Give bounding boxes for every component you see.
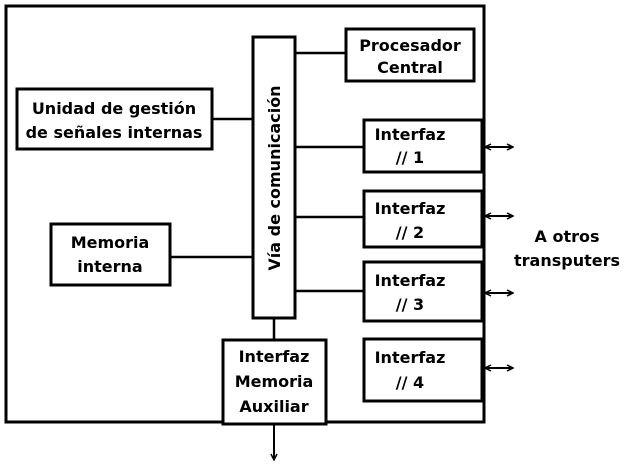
- aux-memory-interface-box: [221, 338, 328, 426]
- interface-4-box: [362, 337, 484, 403]
- central-processor-box: [344, 27, 476, 83]
- interface-1-label-1: Interfaz: [375, 125, 446, 144]
- interface-3-label-1: Interfaz: [375, 271, 446, 290]
- signal-management-unit-label-2: de señales internas: [26, 123, 203, 142]
- internal-memory-label-1: Memoria: [71, 233, 150, 252]
- communication-bus-box: [251, 35, 297, 320]
- signal-management-unit-label-1: Unidad de gestión: [32, 99, 196, 118]
- interface-3-label-2: // 3: [396, 295, 424, 314]
- aux-memory-interface-label-1: Interfaz: [239, 347, 310, 366]
- interface-2-label-1: Interfaz: [375, 199, 446, 218]
- external-transputers-label-2: transputers: [514, 251, 620, 270]
- interface-1-label-2: // 1: [396, 148, 424, 167]
- interface-2-label-2: // 2: [396, 223, 424, 242]
- central-processor-label-2: Central: [377, 58, 443, 77]
- central-processor-label-1: Procesador: [359, 36, 461, 55]
- interface-2-box: [362, 189, 484, 249]
- aux-memory-interface-label-2: Memoria: [235, 372, 314, 391]
- interface-4-label-2: // 4: [396, 373, 424, 392]
- interface-3-box: [362, 260, 484, 323]
- external-link-arrows: [485, 147, 513, 368]
- internal-memory-label-2: interna: [77, 257, 142, 276]
- signal-management-unit-box: [15, 87, 214, 151]
- interface-4-label-1: Interfaz: [375, 348, 446, 367]
- communication-bus-label: Vía de comunicación: [265, 85, 284, 270]
- interface-1-box: [362, 118, 484, 174]
- internal-memory-box: [49, 222, 172, 287]
- connector-lines: [170, 51, 364, 340]
- external-transputers-label-1: A otros: [535, 227, 600, 246]
- aux-memory-interface-label-3: Auxiliar: [239, 397, 308, 416]
